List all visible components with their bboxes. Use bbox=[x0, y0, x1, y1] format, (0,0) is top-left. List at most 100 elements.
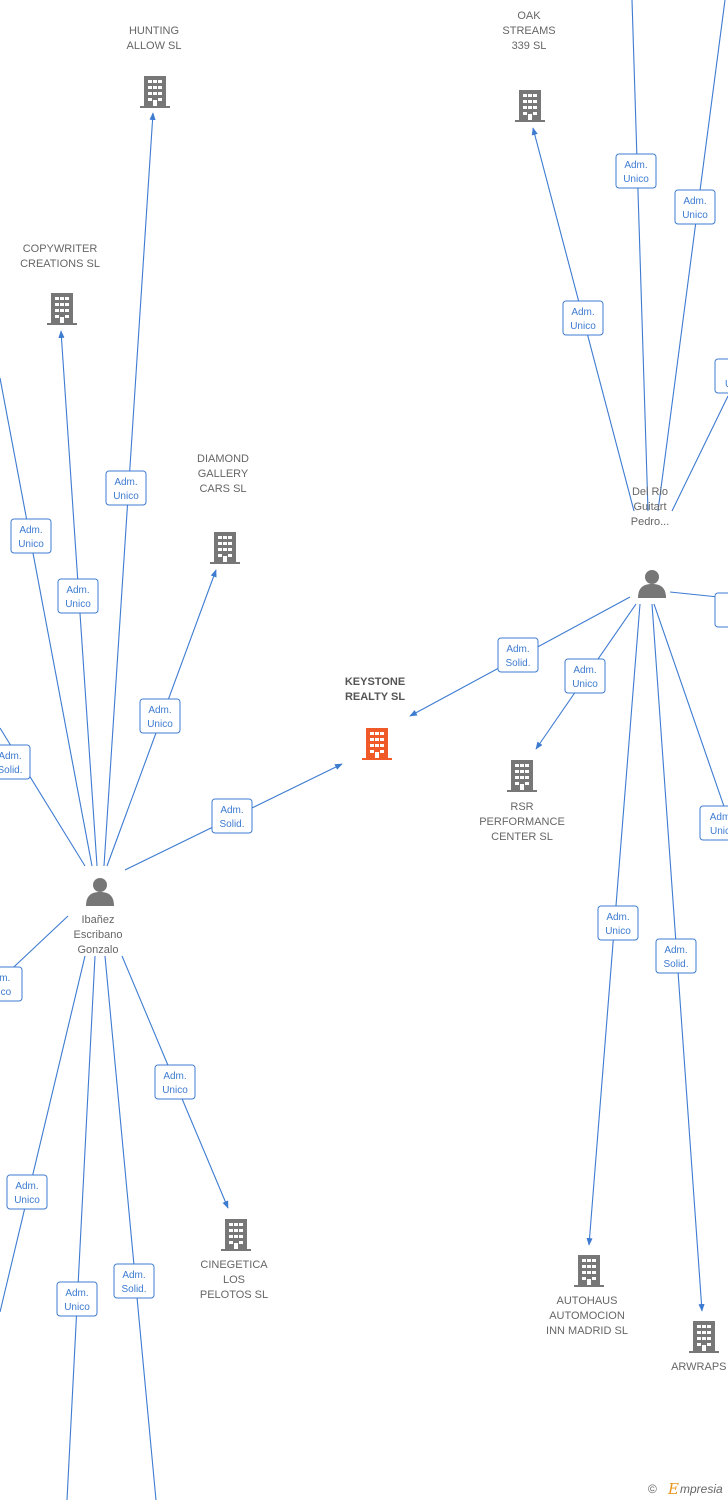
relation-label[interactable]: AU bbox=[714, 592, 728, 628]
relation-label[interactable]: Adm. Unico bbox=[597, 905, 639, 941]
node-label: Del Rio bbox=[632, 486, 668, 498]
relation-label-text: Unico bbox=[623, 174, 649, 185]
node-label: OAK bbox=[517, 10, 541, 22]
relation-label[interactable]: dm.nico bbox=[0, 966, 23, 1002]
relation-label-box bbox=[699, 805, 728, 841]
node-label: Gonzalo bbox=[78, 944, 119, 956]
relation-label-box bbox=[10, 518, 52, 554]
node-label: HUNTING bbox=[129, 25, 179, 37]
relation-label[interactable]: Adm.Unico bbox=[105, 470, 147, 506]
relation-label-text: Unico bbox=[682, 210, 708, 221]
node-label: KEYSTONE bbox=[345, 676, 405, 688]
relation-edge bbox=[657, 0, 726, 512]
relation-label-text: Adm. bbox=[163, 1071, 186, 1082]
relation-label[interactable]: Adm.Unico bbox=[57, 578, 99, 614]
relation-label-text: Solid. bbox=[121, 1284, 146, 1295]
relation-edge bbox=[653, 603, 728, 819]
relation-label-box bbox=[6, 1174, 48, 1210]
building-icon bbox=[507, 760, 537, 792]
relation-label-box bbox=[211, 798, 253, 834]
relation-label[interactable]: Adm. Unico bbox=[564, 658, 606, 694]
relation-label-text: Unico bbox=[14, 1195, 40, 1206]
relation-label[interactable]: Adm.Solid. bbox=[497, 637, 539, 673]
relation-label[interactable]: Adm.Unico bbox=[139, 698, 181, 734]
relation-edge bbox=[0, 955, 86, 1313]
company-node-arwraps[interactable]: ARWRAPS S bbox=[671, 1321, 728, 1373]
relation-label[interactable]: Adm. Solid. bbox=[113, 1263, 155, 1299]
node-label: ARWRAPS S bbox=[671, 1361, 728, 1373]
node-label: DIAMOND bbox=[197, 453, 249, 465]
relation-label-text: Adm. bbox=[66, 585, 89, 596]
relation-label[interactable]: Adm. Unico bbox=[56, 1281, 98, 1317]
node-label: RSR bbox=[510, 801, 533, 813]
relation-label-text: Adm. bbox=[573, 665, 596, 676]
relation-label[interactable]: Adm.Unico bbox=[10, 518, 52, 554]
node-label: CARS SL bbox=[199, 483, 246, 495]
building-icon bbox=[210, 532, 240, 564]
copyright-symbol: © bbox=[648, 1482, 657, 1496]
relation-label-box bbox=[562, 300, 604, 336]
node-label: Ibañez bbox=[81, 914, 114, 926]
node-label: CREATIONS SL bbox=[20, 258, 100, 270]
relation-label-text: Adm. bbox=[220, 805, 243, 816]
building-icon bbox=[140, 76, 170, 108]
relation-label-text: Unic bbox=[710, 826, 728, 837]
relation-label[interactable]: Adm.Solid. bbox=[0, 744, 31, 780]
relation-label-box bbox=[564, 658, 606, 694]
relation-label-text: Adm. bbox=[122, 1270, 145, 1281]
relation-label-text: Adm. bbox=[65, 1288, 88, 1299]
relation-label[interactable]: Adm. Unico bbox=[154, 1064, 196, 1100]
relation-label-text: Unico bbox=[162, 1085, 188, 1096]
brand-initial: E bbox=[667, 1480, 679, 1498]
relation-label-text: Adm. bbox=[624, 160, 647, 171]
person-node-delrio[interactable]: Del RioGuitartPedro... bbox=[631, 486, 670, 598]
relation-label[interactable]: Adm.Solid. bbox=[211, 798, 253, 834]
relation-label-box bbox=[714, 592, 728, 628]
relation-label-text: Solid. bbox=[663, 959, 688, 970]
relation-label-text: Adm. bbox=[683, 196, 706, 207]
relation-label[interactable]: Adm.Unico bbox=[562, 300, 604, 336]
relation-label-text: Unico bbox=[605, 926, 631, 937]
relation-label-text: Unic bbox=[725, 379, 728, 390]
relation-label-box bbox=[105, 470, 147, 506]
building-icon bbox=[362, 728, 392, 760]
building-icon bbox=[574, 1255, 604, 1287]
node-label: Pedro... bbox=[631, 516, 670, 528]
node-label: LOS bbox=[223, 1274, 245, 1286]
relation-label-text: Adm. bbox=[15, 1181, 38, 1192]
relation-label[interactable]: Adm. Unico bbox=[615, 153, 657, 189]
relation-label-text: Unico bbox=[570, 321, 596, 332]
relation-edge bbox=[104, 955, 157, 1500]
relation-label-text: Unico bbox=[64, 1302, 90, 1313]
relation-label-text: Unico bbox=[572, 679, 598, 690]
relation-label-text: Solid. bbox=[505, 658, 530, 669]
relation-label[interactable]: Adm. Unico bbox=[6, 1174, 48, 1210]
building-icon bbox=[221, 1219, 251, 1251]
building-icon bbox=[47, 293, 77, 325]
relation-label-text: Unico bbox=[147, 719, 173, 730]
node-label: Guitart bbox=[633, 501, 666, 513]
relation-label[interactable]: AUnic bbox=[714, 358, 728, 394]
node-label: AUTOMOCION bbox=[549, 1310, 625, 1322]
person-icon bbox=[86, 878, 114, 906]
relation-label-box bbox=[615, 153, 657, 189]
relation-label[interactable]: Adm.Solid. bbox=[655, 938, 697, 974]
node-label: PERFORMANCE bbox=[479, 816, 565, 828]
relation-label[interactable]: Adm. Unico bbox=[674, 189, 716, 225]
relation-label-box bbox=[154, 1064, 196, 1100]
relation-label-box bbox=[497, 637, 539, 673]
relation-label-text: Adm. bbox=[606, 912, 629, 923]
relation-label-text: dm. bbox=[0, 973, 10, 984]
node-label: AUTOHAUS bbox=[557, 1295, 618, 1307]
